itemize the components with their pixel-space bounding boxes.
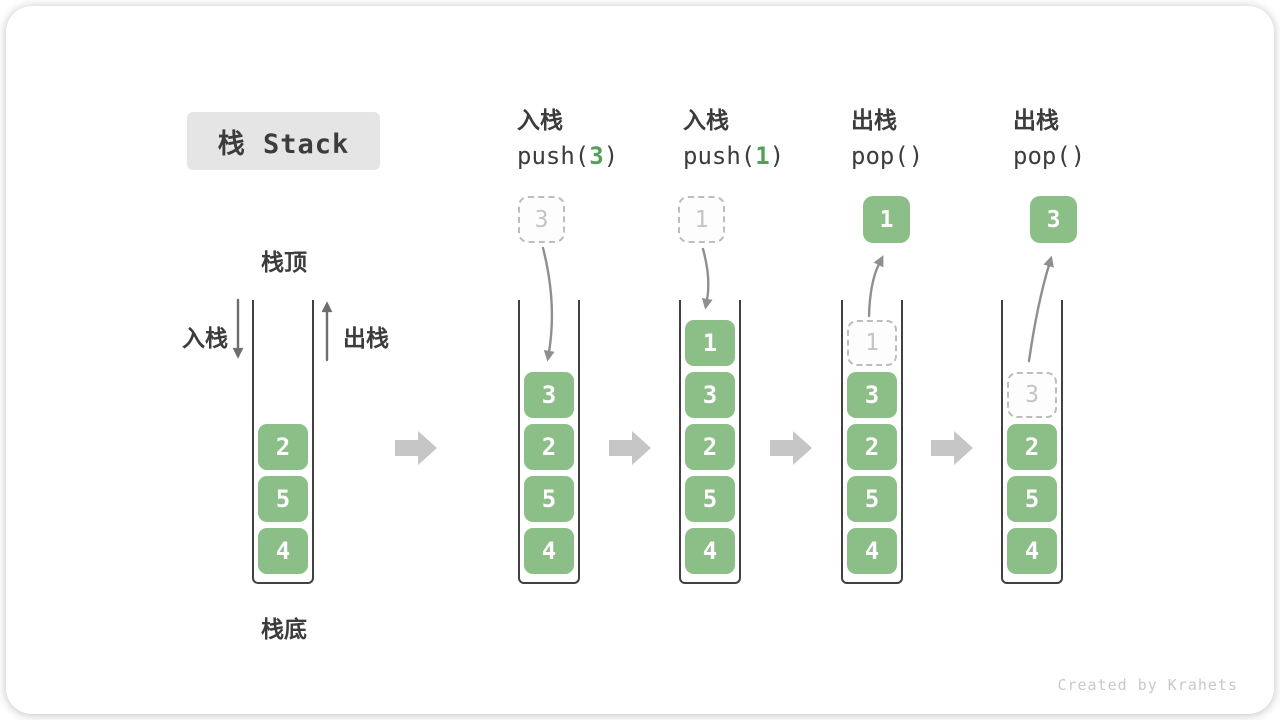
stack-block: 1 [685,320,735,366]
stack-block: 2 [1007,424,1057,470]
stack-block: 5 [524,476,574,522]
popped-value-box: 3 [1030,196,1077,243]
watermark: Created by Krahets [1057,676,1238,694]
op-code-after: ) [603,142,619,170]
title-box: 栈 Stack [187,112,380,170]
stack-block: 4 [258,528,308,574]
op-code: push(3) [517,138,618,174]
op-code-after: ) [769,142,785,170]
op-code: push(1) [683,138,784,174]
stack-block: 5 [685,476,735,522]
op-code-before: pop() [851,142,924,170]
op-code-before: pop() [1013,142,1086,170]
op-code-before: push( [683,142,756,170]
pushing-value-box: 3 [518,196,565,243]
op-code: pop() [1013,138,1085,174]
stack-block: 2 [524,424,574,470]
stack-block: 5 [1007,476,1057,522]
stack-block: 5 [847,476,897,522]
stack-bottom-label: 栈底 [261,617,307,643]
op-header-pop-1: 出栈 pop() [851,104,923,174]
stack-top-label: 栈顶 [261,250,307,276]
stack-block: 4 [847,528,897,574]
stack-block: 3 [685,372,735,418]
stack-block: 4 [1007,528,1057,574]
stack-block: 3 [524,372,574,418]
pop-side-label: 出栈 [343,326,389,352]
stack-block: 2 [847,424,897,470]
op-header-push-3: 入栈 push(3) [517,104,618,174]
pushing-value-box: 1 [678,196,725,243]
op-name: 入栈 [683,108,729,134]
push-side-label: 入栈 [182,326,228,352]
stack-block: 2 [258,424,308,470]
op-code-arg: 3 [589,142,604,170]
op-code-before: push( [517,142,590,170]
op-name: 出栈 [1013,108,1059,134]
op-code: pop() [851,138,923,174]
stack-block: 3 [847,372,897,418]
op-name: 出栈 [851,108,897,134]
op-header-push-1: 入栈 push(1) [683,104,784,174]
stack-block: 2 [685,424,735,470]
op-name: 入栈 [517,108,563,134]
stack-block: 5 [258,476,308,522]
ghost-block: 3 [1007,372,1057,418]
popped-value-box: 1 [863,196,910,243]
stack-block: 4 [685,528,735,574]
page-title: 栈 Stack [217,128,350,160]
op-code-arg: 1 [755,142,770,170]
stack-block: 4 [524,528,574,574]
op-header-pop-3: 出栈 pop() [1013,104,1085,174]
ghost-block: 1 [847,320,897,366]
